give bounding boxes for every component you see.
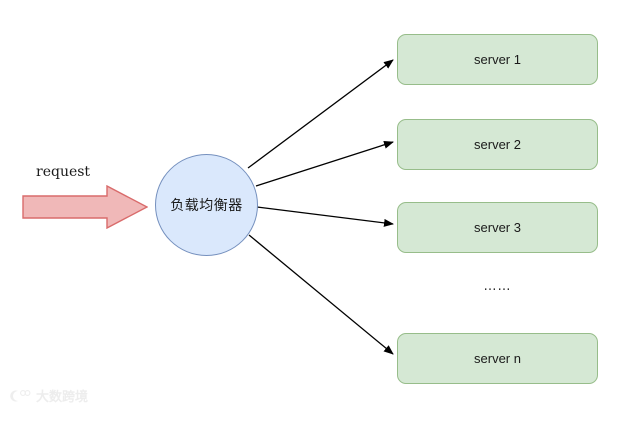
request-arrow-icon [22, 185, 148, 229]
server-node-1[interactable]: server 1 [397, 34, 598, 85]
edge-to-server-3 [256, 206, 394, 227]
circular-brand-logo-icon [10, 389, 31, 401]
request-label: request [36, 164, 91, 180]
continuation-ellipsis: …… [483, 279, 512, 294]
server-label: server n [474, 351, 521, 366]
watermark-text: 大数跨境 [36, 390, 89, 405]
edge-to-server-n [248, 234, 394, 355]
edge-to-server-1 [247, 59, 394, 169]
edge-to-server-2 [255, 140, 394, 187]
server-label: server 1 [474, 52, 521, 67]
load-balancer-label: 负载均衡器 [170, 198, 243, 214]
server-label: server 3 [474, 220, 521, 235]
server-node-2[interactable]: server 2 [397, 119, 598, 170]
server-node-n[interactable]: server n [397, 333, 598, 384]
watermark: 大数跨境 [8, 386, 88, 405]
server-node-3[interactable]: server 3 [397, 202, 598, 253]
load-balancer-node[interactable]: 负载均衡器 [155, 154, 258, 256]
server-label: server 2 [474, 137, 521, 152]
